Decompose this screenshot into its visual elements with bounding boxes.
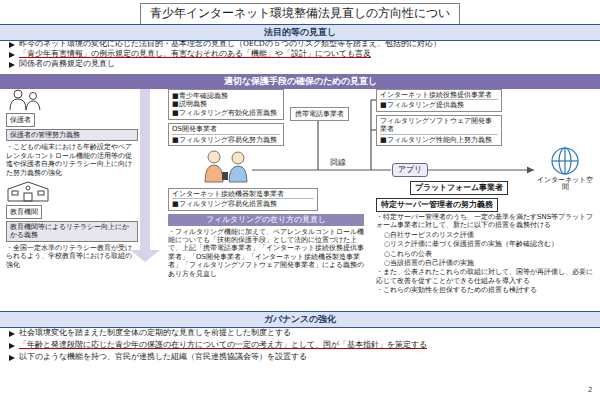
platform-box: プラットフォーム事業者 <box>410 181 508 195</box>
provider-column: インターネット接続役務提供事業者■フィルタリング提供義務フィルタリングソフトウェ… <box>376 89 502 146</box>
node-text: ■フィルタリング提供義務 <box>380 101 498 109</box>
review-panel: フィルタリングの在り方の見直し・フィルタリング機能に加えて、ペアレンタルコントロ… <box>168 214 364 278</box>
node-text: OS開発事業者 <box>172 125 280 134</box>
label-text: 「年齢と発達段階に応じた青少年の保護の在り方についての一定の考え方」として、国が… <box>8 340 593 351</box>
section-band: 法目的等の見直し <box>0 24 600 41</box>
provider-box: フィルタリングソフトウェア開発事業者■フィルタリング性能向上努力義務 <box>376 115 502 146</box>
label-text: ・こどもの端末における年齢設定やペアレンタルコントロール機能の活用等の促進や保護… <box>6 143 138 177</box>
parent-icon <box>6 89 46 111</box>
node-text: 教育機関等によるリテラシー向上にかかる義務 <box>10 223 134 240</box>
section-band: 適切な保護手段の確保のための見直し <box>0 74 600 89</box>
page-number: 2 <box>588 386 592 394</box>
label-text: ・特定サーバー管理者のうち、一定の基準を満たすSNS等プラットフォーム事業者に対… <box>376 213 594 230</box>
node-text: 保護者 <box>10 115 31 125</box>
node-text: 教育機関 <box>10 207 38 217</box>
label-text: ○当該措置の自己評価の実施 <box>376 259 594 267</box>
label-text: ○自社サービスのリスク評価 <box>376 231 594 239</box>
node-text: 携帯電話事業者 <box>295 109 344 119</box>
bullet-list: 昨今のネット環境の変化に応じた法目的・基本理念の見直し（OECDの５つのリスク類… <box>8 39 593 69</box>
provider-box: OS開発事業者 ■フィルタリング容易化努力義務 <box>168 123 284 146</box>
actor-box: 教育機関 <box>6 205 42 219</box>
label-text: ・全国一定水準のリテラシー教育が受けられるよう、学校教育等における取組の強化 <box>6 244 138 269</box>
node-text: インターネット空間 <box>534 177 596 191</box>
node-text: ■青少年確認義務 <box>172 92 280 100</box>
node-text: ■フィルタリング容易化措置義務 <box>172 200 314 208</box>
section-band: ガバナンスの強化 <box>0 311 600 328</box>
center-column: ■青少年確認義務■説明義務■フィルタリング有効化措置義務 OS開発事業者 ■フィルタ… <box>168 89 284 146</box>
slot: 保護者保護者の管理努力義務・こどもの端末における年齢設定やペアレンタルコントロー… <box>6 113 138 177</box>
left-column: 保護者保護者の管理努力義務・こどもの端末における年齢設定やペアレンタルコントロー… <box>6 89 138 269</box>
label-text: ○リスク評価に基づく保護措置の実施（年齢確認含む） <box>376 240 594 248</box>
node-text: フィルタリングの在り方の見直し <box>168 214 364 226</box>
node-text: ■フィルタリング性能向上努力義務 <box>380 136 498 144</box>
globe-icon <box>550 146 580 176</box>
label-text: 関係者の責務規定の見直し <box>8 59 593 69</box>
school-icon <box>6 179 50 203</box>
label-text: 回線 <box>328 158 348 168</box>
app-box: アプリ <box>392 163 428 177</box>
label-text: ・これらの実効性を担保するための措置も検討する <box>376 286 594 294</box>
bullet-list: 社会環境変化を踏まえた制度全体の定期的な見直しを前提とした制度とする「年齢と発達… <box>8 328 593 362</box>
node-text: 特定サーバー管理者の努力義務 <box>381 200 493 210</box>
internet-globe: インターネット空間 <box>534 146 596 191</box>
label-text: ○これらの公表 <box>376 250 594 258</box>
node-text: 保護者の管理努力義務 <box>10 131 134 139</box>
node-text: インターネット接続役務提供事業者 <box>380 91 498 100</box>
node-text: ・フィルタリング機能に加えて、ペアレンタルコントロール機能についても「技術的保護… <box>168 228 364 278</box>
node-text: ■フィルタリング有効化措置義務 <box>172 109 280 117</box>
duty-box: 特定サーバー管理者の努力義務 <box>376 198 498 212</box>
provider-box: インターネット接続役務提供事業者■フィルタリング提供義務 <box>376 89 502 112</box>
children-illustration <box>205 151 247 182</box>
node-text: ■説明義務 <box>172 100 280 108</box>
duty-list-box: ■青少年確認義務■説明義務■フィルタリング有効化措置義務 <box>168 89 284 120</box>
connector <box>428 169 534 170</box>
node-text: ガバナンスの強化 <box>0 313 600 326</box>
label-text: 社会環境変化を踏まえた制度全体の定期的な見直しを前提とした制度とする <box>8 328 593 339</box>
duty-box: 教育機関等によるリテラシー向上にかかる義務 <box>6 221 138 242</box>
label-text: 「青少年有害情報」の例示規定の見直し、有害なおそれのある「機能」や「設計」につい… <box>8 49 593 59</box>
provider-box: インターネット接続機器製造事業者■フィルタリング容易化措置義務 <box>168 188 318 211</box>
actor-box: 保護者 <box>6 113 35 127</box>
label-text: 以下のような機能を持つ、官民が連携した組織（官民連携協議会等）を設置する <box>8 352 593 363</box>
node-text: 法目的等の見直し <box>0 26 600 39</box>
right-column: 特定サーバー管理者の努力義務・特定サーバー管理者のうち、一定の基準を満たすSNS… <box>376 198 594 295</box>
slot: 教育機関教育機関等によるリテラシー向上にかかる義務・全国一定水準のリテラシー教育… <box>6 205 138 269</box>
node-text: 適切な保護手段の確保のための見直し <box>0 75 600 88</box>
node-text: アプリ <box>398 165 422 175</box>
label-text: ・また、公表されたこれらの取組に対して、国等が再評価し、必要に応じて改善を促すこ… <box>376 268 594 285</box>
node-text: プラットフォーム事業者 <box>415 183 503 193</box>
duty-box: 保護者の管理努力義務 <box>6 129 138 141</box>
node-text: ■フィルタリング容易化努力義務 <box>172 136 280 144</box>
provider-box: 携帯電話事業者 <box>290 107 349 121</box>
node-text: インターネット接続機器製造事業者 <box>172 190 314 199</box>
node-text: フィルタリングソフトウェア開発事業者 <box>380 117 498 135</box>
